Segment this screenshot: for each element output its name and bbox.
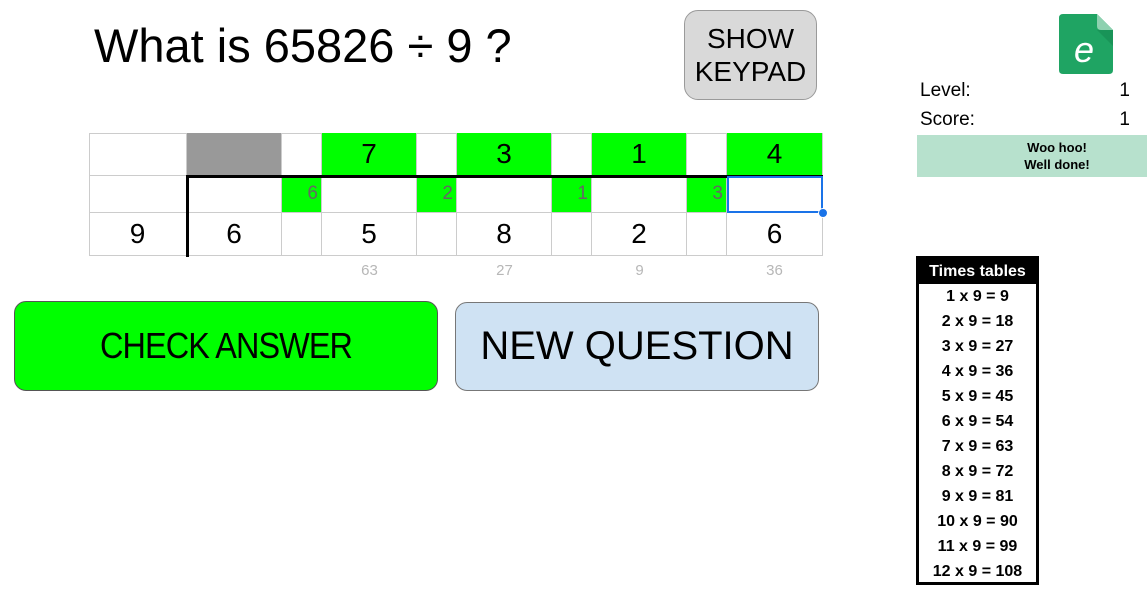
grid-cell[interactable]: [687, 213, 727, 256]
level-label: Level:: [920, 80, 971, 101]
grid-cell[interactable]: [552, 213, 592, 256]
keypad-button-line1: SHOW: [706, 23, 795, 54]
times-table-row: 8 x 9 = 72: [941, 462, 1014, 480]
grid-cell[interactable]: [282, 213, 322, 256]
level-value: 1: [1119, 80, 1130, 101]
division-bracket-side: [186, 175, 189, 257]
divisor-cell: 9: [89, 213, 187, 256]
times-table-row: 1 x 9 = 9: [946, 287, 1009, 305]
answer-digit-4[interactable]: 4: [727, 133, 823, 176]
hint-value-2: 27: [496, 262, 513, 279]
times-table-row: 10 x 9 = 90: [937, 512, 1018, 530]
feedback-message: Woo hoo! Well done!: [917, 135, 1147, 177]
score-row: Score: 1: [920, 109, 1130, 131]
grid-cell[interactable]: [592, 176, 687, 213]
new-question-button[interactable]: NEW QUESTION: [455, 302, 819, 391]
selection-fill-handle[interactable]: [818, 208, 828, 218]
dividend-digit-2: 5: [322, 213, 417, 256]
check-answer-label: CHECK ANSWER: [99, 325, 353, 366]
answer-digit-2[interactable]: 3: [457, 133, 552, 176]
times-table-row: 4 x 9 = 36: [941, 362, 1014, 380]
dividend-digit-3: 8: [457, 213, 552, 256]
carry-digit-3[interactable]: 1: [552, 176, 592, 213]
feedback-line1: Woo hoo!: [1027, 140, 1087, 155]
grid-cell[interactable]: [552, 133, 592, 176]
dividend-digit-4: 2: [592, 213, 687, 256]
grid-cell[interactable]: [187, 176, 282, 213]
cell-selection-outline: [727, 176, 823, 213]
times-table-row: 11 x 9 = 99: [937, 537, 1018, 555]
check-answer-button[interactable]: CHECK ANSWER: [14, 301, 438, 391]
times-table-title: Times tables: [919, 259, 1036, 284]
grid-cell[interactable]: [89, 176, 187, 213]
times-table-row: 6 x 9 = 54: [941, 412, 1014, 430]
grid-cell[interactable]: [687, 133, 727, 176]
svg-text:e: e: [1074, 29, 1094, 70]
keypad-button-line2: KEYPAD: [694, 56, 807, 87]
hint-value-4: 36: [766, 262, 783, 279]
answer-digit-1[interactable]: 7: [322, 133, 417, 176]
grid-cell[interactable]: [417, 133, 457, 176]
grid-cell[interactable]: [322, 176, 417, 213]
times-table-panel: Times tables 1 x 9 = 9 2 x 9 = 18 3 x 9 …: [916, 256, 1039, 585]
score-label: Score:: [920, 109, 975, 130]
times-table-row: 7 x 9 = 63: [941, 437, 1014, 455]
hint-value-3: 9: [635, 262, 644, 279]
carry-digit-4[interactable]: 3: [687, 176, 727, 213]
grid-cell[interactable]: [282, 133, 322, 176]
times-table-row: 3 x 9 = 27: [941, 337, 1014, 355]
grid-cell-blocked: [187, 133, 282, 176]
hint-value-1: 63: [361, 262, 378, 279]
answer-digit-3[interactable]: 1: [592, 133, 687, 176]
new-question-label: NEW QUESTION: [480, 324, 794, 368]
times-table-row: 12 x 9 = 108: [932, 562, 1023, 580]
times-table-row: 5 x 9 = 45: [941, 387, 1014, 405]
show-keypad-button[interactable]: SHOW KEYPAD: [684, 10, 817, 100]
carry-digit-2[interactable]: 2: [417, 176, 457, 213]
feedback-line2: Well done!: [1024, 157, 1090, 172]
times-table-row: 9 x 9 = 81: [941, 487, 1014, 505]
carry-digit-1[interactable]: 6: [282, 176, 322, 213]
dividend-digit-1: 6: [187, 213, 282, 256]
division-bracket-top: [187, 175, 823, 178]
grid-cell[interactable]: [417, 213, 457, 256]
long-division-grid: 7 3 1 4 6 2 1 3 9 6 5 8 2 6: [89, 133, 828, 257]
grid-cell[interactable]: [89, 133, 187, 176]
question-text: What is 65826 ÷ 9 ?: [94, 19, 512, 72]
app-logo-icon: e: [1059, 14, 1113, 74]
times-table-row: 2 x 9 = 18: [941, 312, 1014, 330]
level-row: Level: 1: [920, 80, 1130, 102]
dividend-digit-5: 6: [727, 213, 823, 256]
score-value: 1: [1119, 109, 1130, 130]
grid-cell[interactable]: [457, 176, 552, 213]
